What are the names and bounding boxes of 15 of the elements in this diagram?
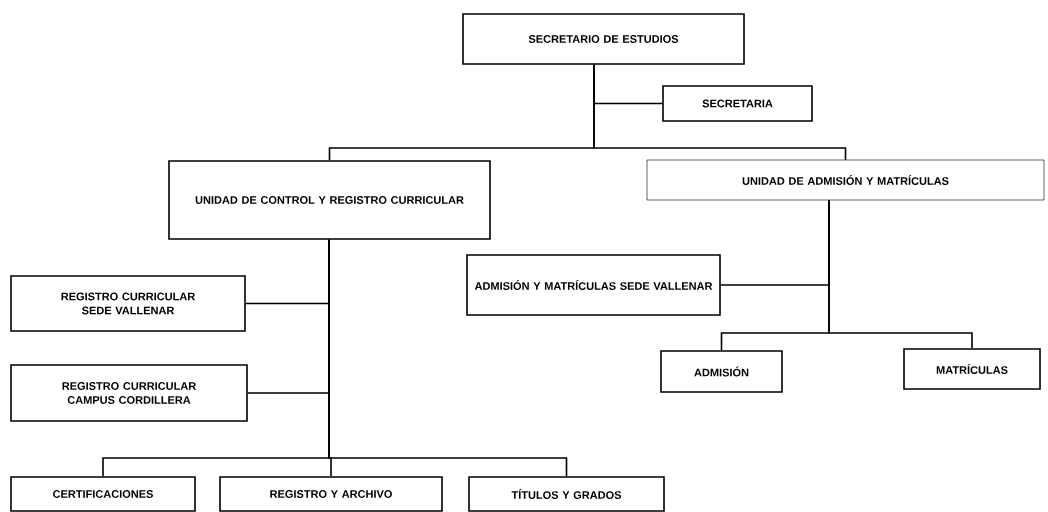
org-box: REGISTRO CURRICULAR CAMPUS CORDILLERA xyxy=(10,364,248,422)
connector-line xyxy=(328,239,568,477)
connector-line xyxy=(593,64,847,161)
connector-line xyxy=(828,199,973,349)
org-box: REGISTRO CURRICULAR SEDE VALLENAR xyxy=(10,275,246,332)
org-box: CERTIFICACIONES xyxy=(10,476,196,512)
org-box: MATRÍCULAS xyxy=(903,348,1041,390)
org-box: UNIDAD DE ADMISIÓN Y MATRÍCULAS xyxy=(646,159,1045,201)
org-box: ADMISIÓN Y MATRÍCULAS SEDE VALLENAR xyxy=(466,254,721,316)
org-box: SECRETARIA xyxy=(662,85,813,122)
org-box: TÍTULOS Y GRADOS xyxy=(468,476,665,512)
org-box: REGISTRO Y ARCHIVO xyxy=(219,476,443,512)
org-box: ADMISIÓN xyxy=(660,350,783,393)
org-box: SECRETARIO DE ESTUDIOS xyxy=(462,13,745,65)
org-box: UNIDAD DE CONTROL Y REGISTRO CURRICULAR xyxy=(168,160,491,240)
